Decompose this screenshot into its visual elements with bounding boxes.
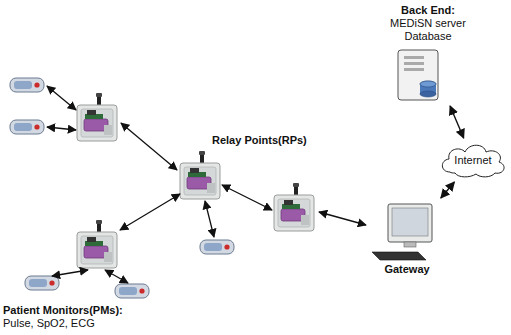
node-label: Patient Monitors(PMs): — [3, 304, 173, 317]
gateway-node: Gateway — [368, 200, 446, 276]
node-label: Relay Points(RPs) — [212, 134, 307, 147]
connector — [450, 106, 464, 138]
node-label: Internet — [454, 154, 491, 167]
node-label: Back End: — [372, 4, 484, 17]
node-body: MEDiSN server Database — [388, 17, 468, 43]
internet-cloud: Internet — [438, 140, 508, 180]
relay-label-node: Relay Points(RPs) — [212, 134, 307, 147]
node-label: Gateway — [368, 263, 446, 276]
patient-monitor-label: Patient Monitors(PMs):Pulse, SpO2, ECG — [3, 304, 173, 330]
server-node: Back End:MEDiSN server Database — [372, 4, 484, 104]
node-body: Pulse, SpO2, ECG — [3, 317, 173, 330]
connector — [441, 182, 455, 198]
